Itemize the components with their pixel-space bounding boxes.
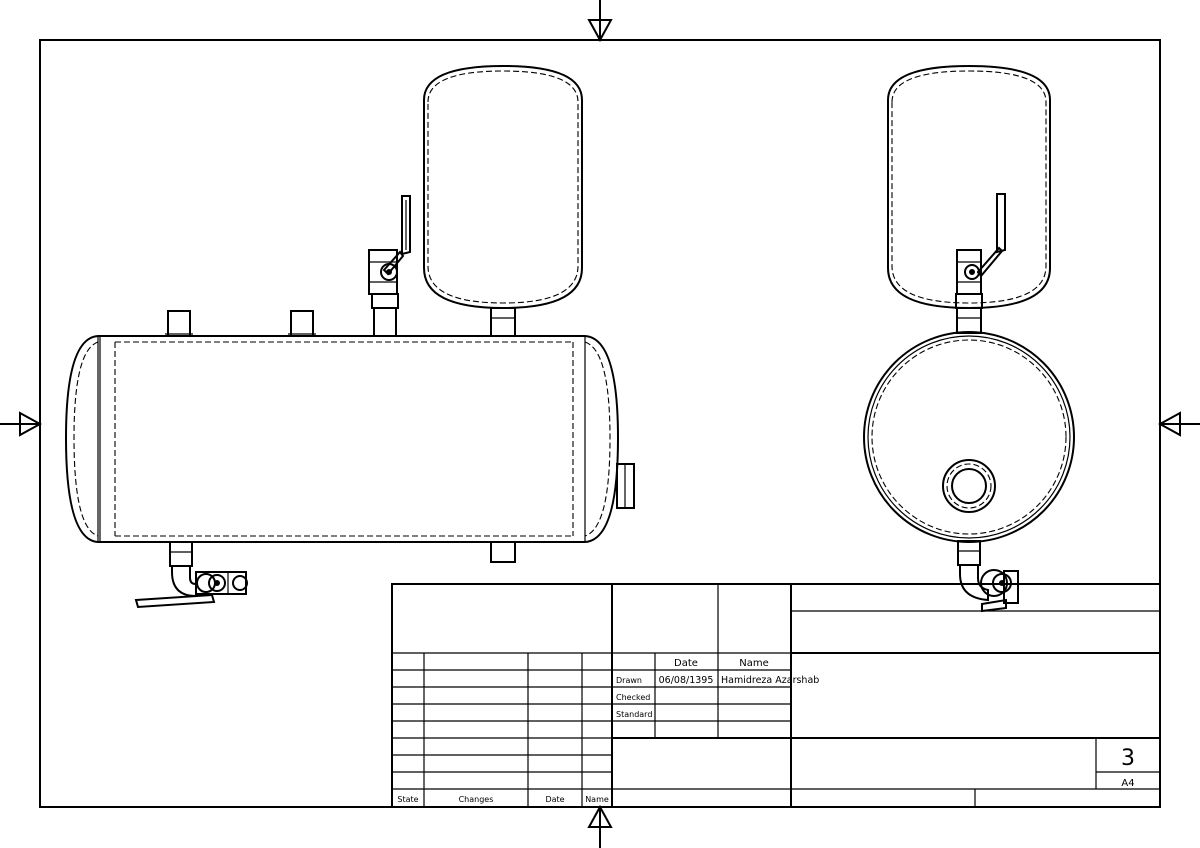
top-nozzle-2 <box>288 310 316 337</box>
row-drawn-label: Drawn <box>616 676 642 685</box>
side-ball-valve <box>955 193 1006 309</box>
rev-name-header: Name <box>585 795 609 804</box>
sheet-number: 3 <box>1121 746 1135 771</box>
centering-mark-left <box>0 411 43 437</box>
side-outlet-port <box>942 459 996 513</box>
side-bottom-valve <box>957 540 1019 613</box>
top-ball-valve-front <box>368 195 411 337</box>
rev-changes-header: Changes <box>459 795 494 804</box>
col-date-header: Date <box>674 658 698 669</box>
bottom-nozzle <box>490 541 516 563</box>
title-block: Date Name Drawn Checked Standard 06/08/1… <box>391 583 1161 808</box>
side-connection-nozzle <box>956 307 982 334</box>
row-standard-label: Standard <box>616 710 652 719</box>
centering-mark-right <box>1157 411 1200 437</box>
tank-connection-nozzle <box>490 307 516 337</box>
col-name-header: Name <box>739 658 769 669</box>
bottom-drain-valve-front <box>134 541 248 609</box>
side-nozzle <box>616 463 635 509</box>
side-view <box>863 64 1075 613</box>
top-nozzle-1 <box>165 310 193 337</box>
upper-tank-front <box>423 64 583 310</box>
main-vessel-front <box>64 335 620 543</box>
drawn-date-value: 06/08/1395 <box>659 675 714 686</box>
centering-mark-top <box>587 0 613 43</box>
drawn-name-value: Hamidreza Azarshab <box>721 675 819 686</box>
sheet-size: A4 <box>1121 778 1134 789</box>
rev-state-header: State <box>397 795 418 804</box>
centering-mark-bottom <box>587 804 613 848</box>
main-vessel-side <box>863 331 1075 543</box>
upper-tank-side <box>887 64 1051 310</box>
rev-date-header: Date <box>545 795 564 804</box>
row-checked-label: Checked <box>616 693 650 702</box>
front-view <box>64 64 635 609</box>
drawing-frame <box>39 39 1161 808</box>
